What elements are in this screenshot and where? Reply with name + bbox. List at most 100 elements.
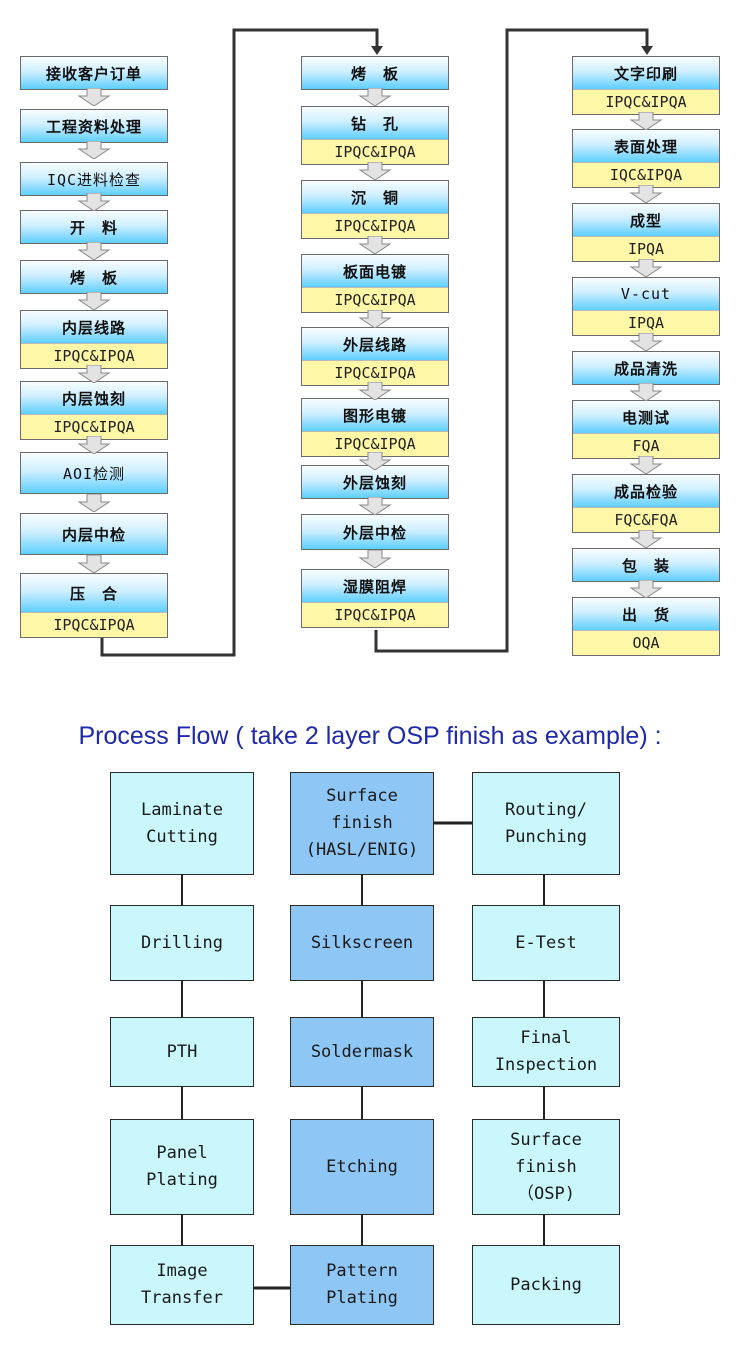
step-label: 成品检验 xyxy=(573,475,719,507)
pf-box: E-Test xyxy=(472,905,620,981)
qc-label: IPQC&IPQA xyxy=(21,612,167,637)
pf-box: Silkscreen xyxy=(290,905,434,981)
cn-step: 工程资料处理 xyxy=(20,109,168,143)
cn-step: 烤 板 xyxy=(20,260,168,294)
step-label: 烤 板 xyxy=(302,57,448,89)
down-arrow-icon xyxy=(77,555,111,573)
cn-step: 成品清洗 xyxy=(572,351,720,385)
down-arrow-icon xyxy=(77,193,111,211)
pf-box: Soldermask xyxy=(290,1017,434,1087)
down-arrow-icon xyxy=(629,112,663,130)
down-arrow-icon xyxy=(629,333,663,351)
pf-box: PTH xyxy=(110,1017,254,1087)
qc-label: FQA xyxy=(573,433,719,458)
down-arrow-icon xyxy=(629,259,663,277)
step-label: IQC进料检查 xyxy=(21,163,167,195)
step-label: 湿膜阻焊 xyxy=(302,570,448,602)
down-arrow-icon xyxy=(358,497,392,515)
step-label: 成型 xyxy=(573,204,719,236)
step-label: V-cut xyxy=(573,278,719,310)
process-flow-title: Process Flow ( take 2 layer OSP finish a… xyxy=(78,722,662,750)
down-arrow-icon xyxy=(77,292,111,310)
qc-label: IQC&IPQA xyxy=(573,162,719,187)
cn-step: 接收客户订单 xyxy=(20,56,168,90)
qc-label: IPQC&IPQA xyxy=(302,602,448,627)
pf-box: Laminate Cutting xyxy=(110,772,254,875)
qc-label: IPQA xyxy=(573,236,719,261)
connector-arrowhead xyxy=(371,46,383,55)
pf-box: Surface finish (HASL/ENIG) xyxy=(290,772,434,875)
step-label: 外层线路 xyxy=(302,328,448,360)
qc-label: FQC&FQA xyxy=(573,507,719,532)
connector-col2-col3 xyxy=(374,28,649,653)
step-label: 内层蚀刻 xyxy=(21,382,167,414)
pf-box: Drilling xyxy=(110,905,254,981)
cn-step: 内层中检 xyxy=(20,513,168,555)
pf-box: Surface finish （OSP) xyxy=(472,1119,620,1215)
down-arrow-icon xyxy=(629,185,663,203)
step-label: 电测试 xyxy=(573,401,719,433)
down-arrow-icon xyxy=(358,382,392,400)
step-label: 沉 铜 xyxy=(302,181,448,213)
cn-step: 外层中检 xyxy=(301,514,449,550)
step-label: AOI检测 xyxy=(21,453,167,493)
step-label: 外层蚀刻 xyxy=(302,466,448,498)
cn-step: 烤 板 xyxy=(301,56,449,90)
step-label: 压 合 xyxy=(21,574,167,612)
cn-step: 包 装 xyxy=(572,548,720,582)
step-label: 文字印刷 xyxy=(573,57,719,89)
step-label: 成品清洗 xyxy=(573,352,719,384)
cn-step: AOI检测 xyxy=(20,452,168,494)
down-arrow-icon xyxy=(77,88,111,106)
qc-label: IPQC&IPQA xyxy=(21,343,167,368)
down-arrow-icon xyxy=(77,242,111,260)
step-label: 内层线路 xyxy=(21,311,167,343)
qc-label: IPQC&IPQA xyxy=(302,360,448,385)
down-arrow-icon xyxy=(358,236,392,254)
down-arrow-icon xyxy=(629,530,663,548)
down-arrow-icon xyxy=(629,456,663,474)
cn-step: 外层蚀刻 xyxy=(301,465,449,499)
down-arrow-icon xyxy=(77,436,111,454)
down-arrow-icon xyxy=(77,494,111,512)
down-arrow-icon xyxy=(77,365,111,383)
down-arrow-icon xyxy=(358,550,392,568)
cn-step: 开 料 xyxy=(20,210,168,244)
step-label: 烤 板 xyxy=(21,261,167,293)
step-label: 工程资料处理 xyxy=(21,110,167,142)
qc-label: IPQC&IPQA xyxy=(21,414,167,439)
pf-box: Packing xyxy=(472,1245,620,1325)
down-arrow-icon xyxy=(358,162,392,180)
qc-label: IPQA xyxy=(573,310,719,335)
step-label: 包 装 xyxy=(573,549,719,581)
pf-box: Pattern Plating xyxy=(290,1245,434,1325)
qc-label: IPQC&IPQA xyxy=(302,287,448,312)
pf-box: Routing/ Punching xyxy=(472,772,620,875)
down-arrow-icon xyxy=(77,141,111,159)
qc-label: IPQC&IPQA xyxy=(573,89,719,114)
down-arrow-icon xyxy=(358,452,392,470)
step-label: 出 货 xyxy=(573,598,719,630)
step-label: 板面电镀 xyxy=(302,255,448,287)
pf-box: Panel Plating xyxy=(110,1119,254,1215)
step-label: 接收客户订单 xyxy=(21,57,167,89)
connector-arrowhead xyxy=(641,46,653,55)
step-label: 图形电镀 xyxy=(302,399,448,431)
step-label: 内层中检 xyxy=(21,514,167,554)
step-label: 开 料 xyxy=(21,211,167,243)
qc-label: OQA xyxy=(573,630,719,655)
step-label: 钻 孔 xyxy=(302,107,448,139)
